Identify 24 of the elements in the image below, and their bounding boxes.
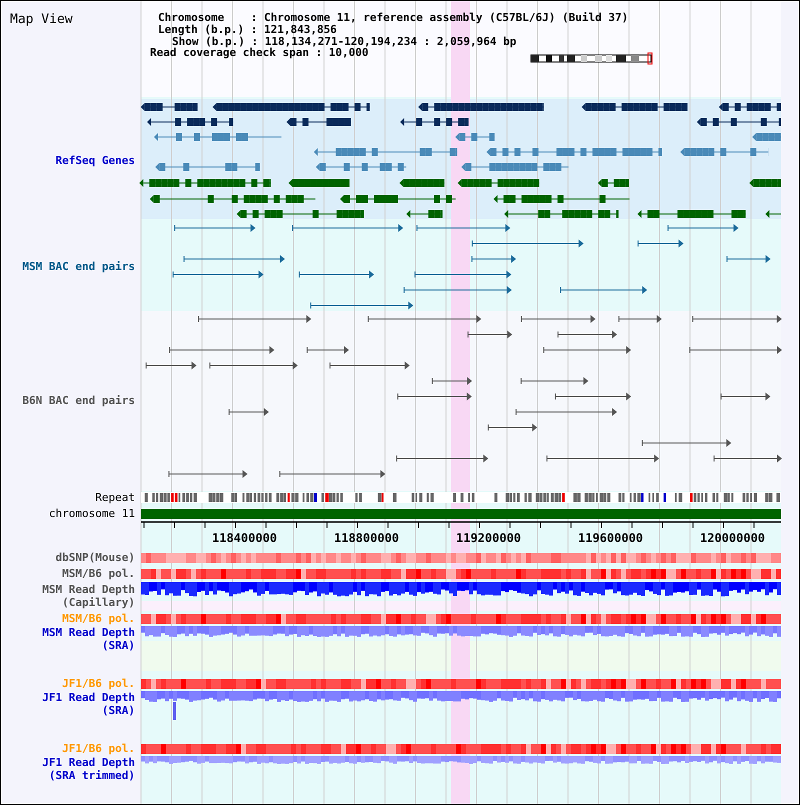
axis-tick-label: 120000000 <box>700 532 766 544</box>
track-label: JF1 Read Depth (SRA) <box>41 691 135 717</box>
track-label: JF1/B6 pol. <box>61 677 135 690</box>
header-text: Length (b.p.) : 121,843,856 <box>158 24 337 36</box>
track-label: JF1/B6 pol. <box>61 742 135 755</box>
axis-tick-label: 119200000 <box>456 532 522 544</box>
track-label: MSM BAC end pairs <box>21 260 135 273</box>
track-label: B6N BAC end pairs <box>21 394 135 407</box>
track-label: MSM Read Depth (SRA) <box>41 626 135 652</box>
header-text: Show (b.p.) : 118,134,271-120,194,234 : 2,059,964 bp <box>172 36 516 48</box>
page-title: Map View <box>10 12 73 27</box>
header-text: Read coverage check span : 10,000 <box>150 47 369 59</box>
track-label: Repeat <box>94 491 135 504</box>
track-label: chromosome 11 <box>48 507 135 520</box>
track-label: MSM Read Depth (Capillary) <box>41 583 135 609</box>
header-text: Chromosome : Chromosome 11, reference assembly (C57BL/6J) (Build 37) <box>158 12 628 24</box>
track-label: JF1 Read Depth (SRA trimmed) <box>41 756 135 782</box>
axis-tick-label: 118800000 <box>334 532 400 544</box>
track-label: MSM/B6 pol. <box>61 567 135 580</box>
track-label: RefSeq Genes <box>54 154 135 167</box>
axis-tick-label: 119600000 <box>578 532 644 544</box>
track-label: MSM/B6 pol. <box>61 612 135 625</box>
track-label: dbSNP(Mouse) <box>54 551 135 564</box>
axis-tick-label: 118400000 <box>212 532 278 544</box>
